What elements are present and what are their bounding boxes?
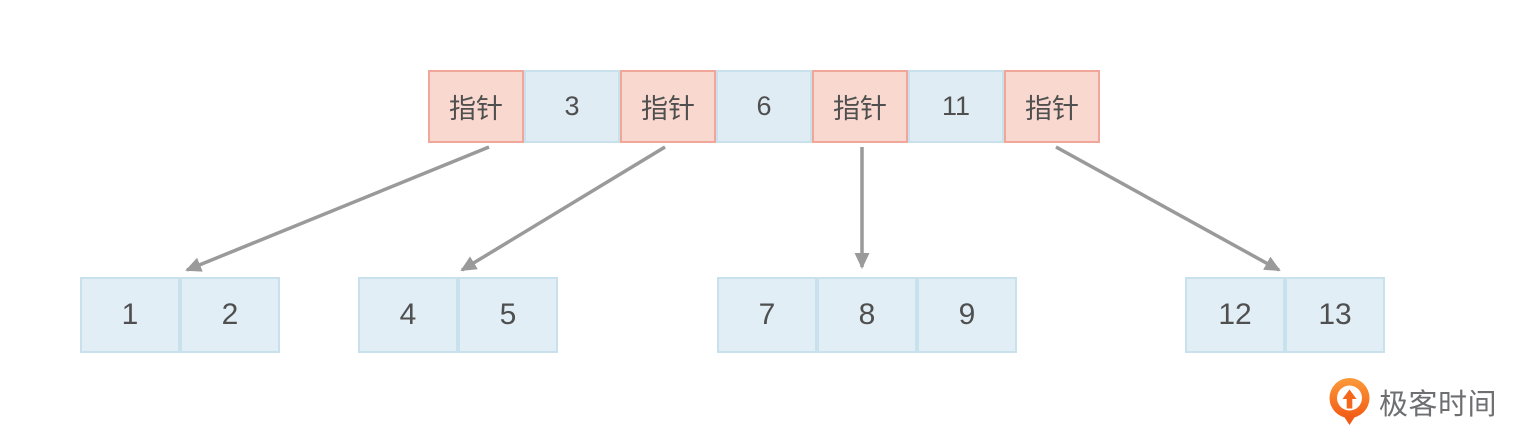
root-cell-key-6: 6 [716, 70, 812, 143]
leaf-4-cell-1: 12 [1185, 277, 1285, 353]
root-cell-key-3: 3 [524, 70, 620, 143]
leaf-node-4: 12 13 [1185, 277, 1385, 353]
leaf-node-2: 4 5 [358, 277, 558, 353]
leaf-2-cell-2: 5 [458, 277, 558, 353]
root-cell-pointer-3: 指针 [812, 70, 908, 143]
leaf-3-cell-3: 9 [917, 277, 1017, 353]
arrow-root-pointer-4-to-leaf-4 [1055, 145, 1281, 272]
arrow-root-pointer-2-to-leaf-2 [460, 145, 666, 272]
geektime-logo-icon [1329, 378, 1370, 425]
geektime-logo: 极客时间 [1327, 377, 1497, 426]
root-cell-key-11: 11 [908, 70, 1004, 143]
root-node: 指针 3 指针 6 指针 11 指针 [428, 70, 1100, 143]
root-cell-pointer-2: 指针 [620, 70, 716, 143]
leaf-1-cell-2: 2 [180, 277, 280, 353]
leaf-node-1: 1 2 [80, 277, 280, 353]
leaf-3-cell-2: 8 [817, 277, 917, 353]
root-cell-pointer-4: 指针 [1004, 70, 1100, 143]
leaf-3-cell-1: 7 [717, 277, 817, 353]
leaf-2-cell-1: 4 [358, 277, 458, 353]
root-cell-pointer-1: 指针 [428, 70, 524, 143]
leaf-node-3: 7 8 9 [717, 277, 1017, 353]
geektime-logo-text: 极客时间 [1379, 388, 1498, 421]
leaf-1-cell-1: 1 [80, 277, 180, 353]
leaf-4-cell-2: 13 [1285, 277, 1385, 353]
arrow-root-pointer-1-to-leaf-1 [185, 145, 490, 272]
